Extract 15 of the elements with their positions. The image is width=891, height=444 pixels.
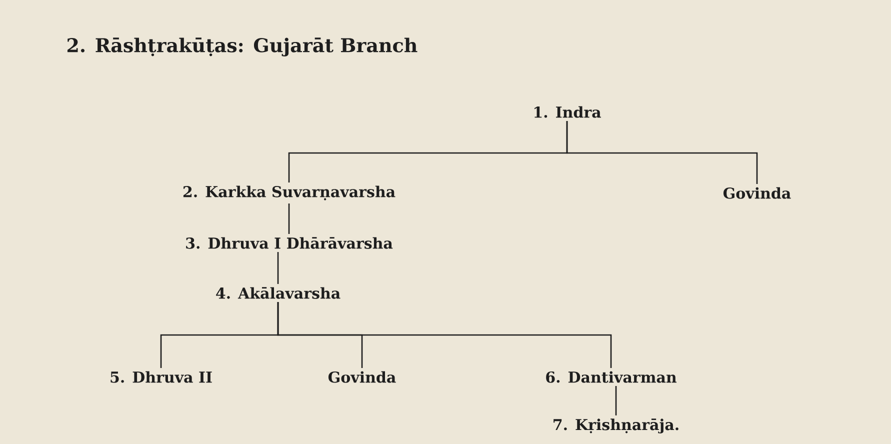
connector-line [277, 302, 612, 368]
connector-line [615, 386, 617, 416]
connector-line [566, 121, 758, 184]
connector-line [288, 204, 290, 234]
connector-line [277, 252, 279, 284]
person-name: 4. Akālavarsha [216, 287, 340, 299]
person-name: Govinda [723, 187, 791, 199]
person-name: 6. Dantivarman [546, 371, 676, 383]
person-name: Govinda [328, 371, 396, 383]
person-name: 5. Dhruva II [110, 371, 212, 383]
person-name: 1. Indra [534, 106, 601, 118]
person-name: 2. Karkka Suvarṇavarsha [183, 186, 396, 200]
person-name: 3. Dhruva I Dhārāvarsha [186, 237, 393, 249]
person-name: 7. Kṛishṇarāja. [554, 418, 678, 434]
title: 2. Rāshṭrakūṭas: Gujarāt Branch [67, 38, 418, 56]
